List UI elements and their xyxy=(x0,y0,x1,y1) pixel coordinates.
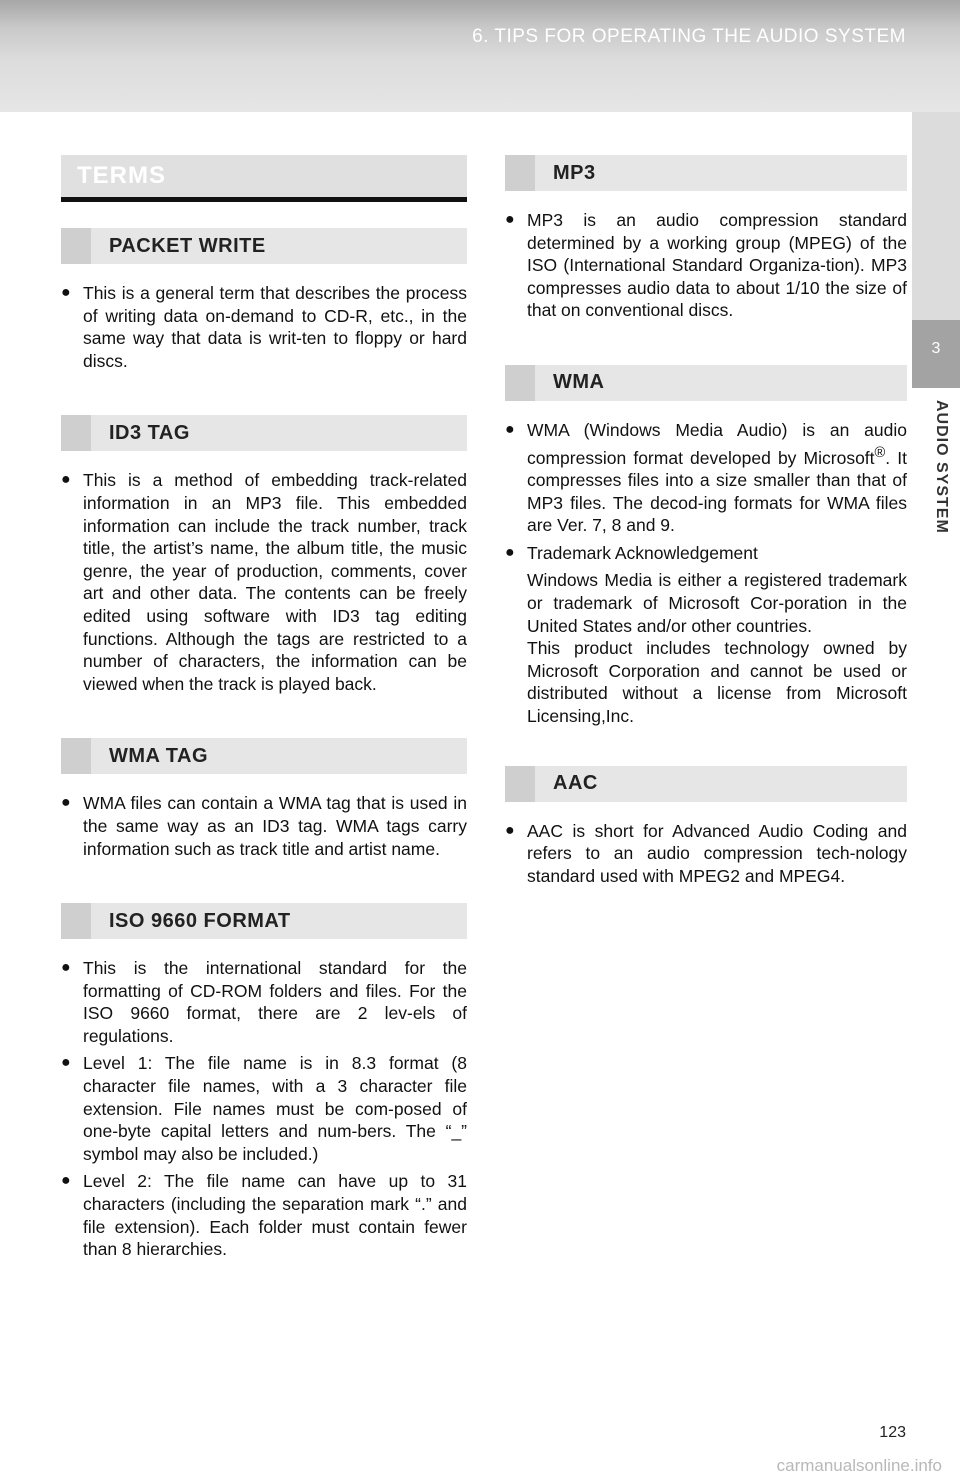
section-title: ID3 TAG xyxy=(109,421,190,444)
bullet-text-post: . It compresses files into a size smalle… xyxy=(527,447,908,536)
bullet-text: Level 1: The file name is in 8.3 format … xyxy=(83,1053,467,1164)
bullet-text: Level 2: The file name can have up to 31… xyxy=(83,1171,467,1260)
side-tab-upper xyxy=(912,112,960,320)
section-title: AAC xyxy=(553,772,598,795)
bullet-icon: ● xyxy=(61,1054,71,1072)
section-title: WMA TAG xyxy=(109,744,209,767)
bullet-item: ● This is a general term that describes … xyxy=(61,282,467,372)
bullet-item: ● Level 2: The file name can have up to … xyxy=(61,1170,467,1260)
bullet-text: AAC is short for Advanced Audio Coding a… xyxy=(527,820,907,886)
terms-heading: TERMS xyxy=(61,155,467,202)
section-header-aac: AAC xyxy=(505,765,907,802)
section-header-mp3: MP3 xyxy=(505,155,907,191)
registered-mark: ® xyxy=(874,444,886,461)
section-header-wma: WMA xyxy=(505,364,907,401)
bullet-text: Trademark Acknowledgement xyxy=(527,542,758,563)
bullet-icon: ● xyxy=(61,471,71,489)
bullet-text: WMA files can contain a WMA tag that is … xyxy=(83,793,467,859)
bullet-text-pre: WMA (Windows Media Audio) is an audio co… xyxy=(527,419,907,468)
bullet-text: MP3 is an audio compression standard det… xyxy=(527,210,907,321)
section-title: ISO 9660 FORMAT xyxy=(109,909,291,932)
side-tab-chapter-marker xyxy=(912,320,960,388)
section-title: PACKET WRITE xyxy=(109,234,266,257)
bullet-item: ● Level 1: The file name is in 8.3 forma… xyxy=(61,1052,467,1165)
trademark-paragraph: Windows Media is either a registered tra… xyxy=(527,570,907,636)
bullet-icon: ● xyxy=(61,284,71,301)
section-header-id3-tag: ID3 TAG xyxy=(61,415,467,452)
chapter-title: 6. TIPS FOR OPERATING THE AUDIO SYSTEM xyxy=(472,26,906,47)
bullet-item: ● WMA (Windows Media Audio) is an audio … xyxy=(505,419,907,537)
section-header-packet-write: PACKET WRITE xyxy=(61,228,467,264)
bullet-icon: ● xyxy=(61,794,71,812)
bullet-item: ● AAC is short for Advanced Audio Coding… xyxy=(505,820,907,888)
left-column: TERMS PACKET WRITE ● This is a general t… xyxy=(61,155,467,1266)
section-header-iso-9660: ISO 9660 FORMAT xyxy=(61,903,467,940)
bullet-icon: ● xyxy=(61,959,71,977)
bullet-item: ● Trademark Acknowledgement xyxy=(505,542,907,565)
bullet-icon: ● xyxy=(61,1172,71,1190)
bullet-text: This is the international standard for t… xyxy=(83,958,467,1046)
bullet-item: ● MP3 is an audio compression standard d… xyxy=(505,209,907,322)
bullet-item: ● This is the international standard for… xyxy=(61,957,467,1047)
header-band xyxy=(0,0,960,112)
bullet-icon: ● xyxy=(505,821,515,839)
section-title: MP3 xyxy=(553,161,596,184)
side-tab-number: 3 xyxy=(931,340,941,357)
section-title: WMA xyxy=(553,371,605,394)
bullet-item: ● WMA files can contain a WMA tag that i… xyxy=(61,792,467,860)
bullet-item: ● This is a method of embedding track-re… xyxy=(61,469,467,695)
watermark: carmanualsonline.info xyxy=(776,1456,942,1475)
bullet-icon: ● xyxy=(505,420,515,438)
bullet-text: This is a method of embedding track-rela… xyxy=(83,470,467,694)
right-column: MP3 ● MP3 is an audio compression standa… xyxy=(505,155,907,892)
bullet-text: This is a general term that describes th… xyxy=(83,283,467,371)
page-number: 123 xyxy=(879,1424,906,1441)
bullet-icon: ● xyxy=(505,543,515,561)
side-tab-label: AUDIO SYSTEM xyxy=(933,400,950,534)
bullet-icon: ● xyxy=(505,211,515,228)
section-header-wma-tag: WMA TAG xyxy=(61,738,467,775)
license-paragraph: This product includes technology owned b… xyxy=(527,638,907,726)
